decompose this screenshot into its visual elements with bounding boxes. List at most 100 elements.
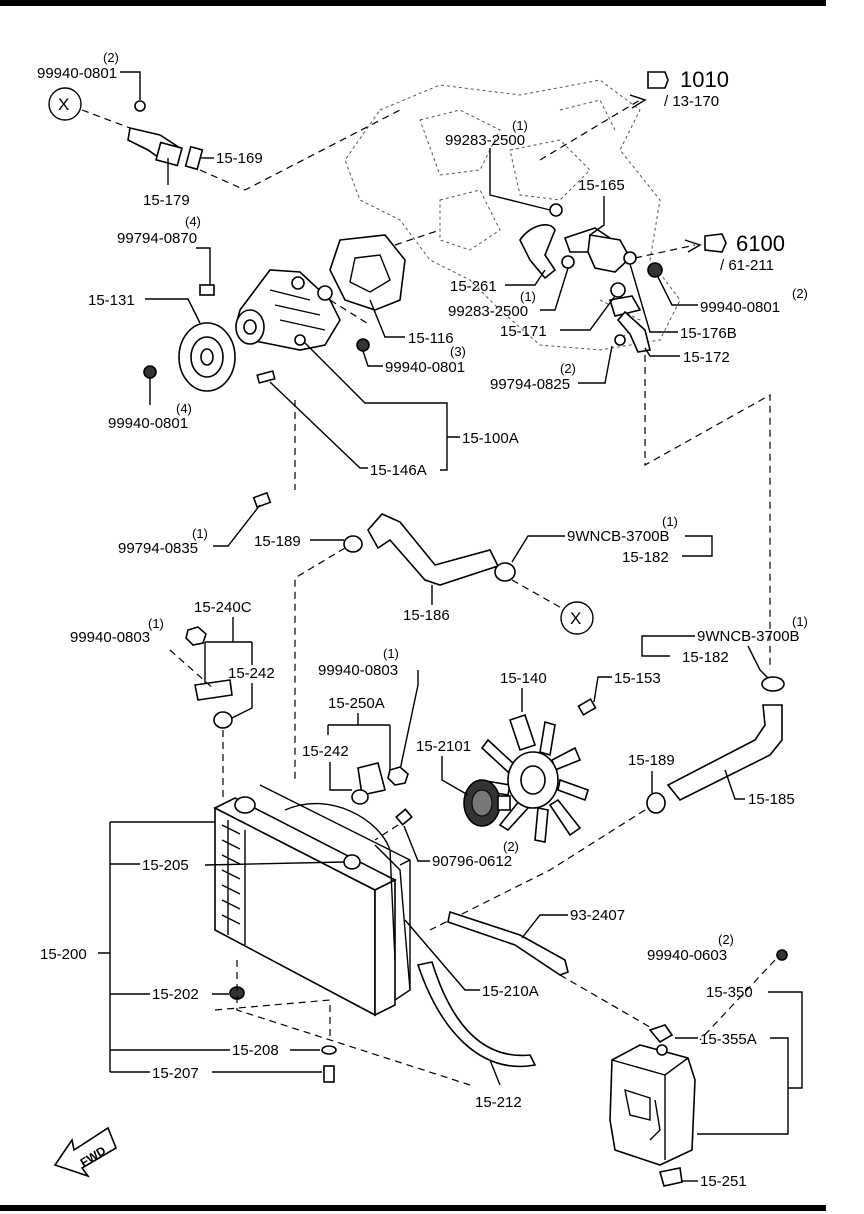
fan-shroud-15-210a [284,802,411,991]
dash-to-6100 [634,244,696,259]
qty-99794-0870: (4) [185,214,201,229]
shroud-lower-15-212 [416,961,537,1068]
dash-upper-hose-to-rad [294,547,346,780]
dash-rad-bottom [214,960,471,1086]
label-15-100a: 15-100A [462,430,519,447]
nut-99940-0603 [776,949,788,961]
leader-15-153 [593,676,612,703]
qty-99940-0603: (2) [718,932,734,947]
bolt-99794-0835 [252,491,272,509]
leader-15-171 [560,295,616,331]
dash-nut-to-tank [699,959,776,1041]
ref-13-170: / 13-170 [664,93,719,110]
plug-15-207 [323,1065,335,1083]
clamp-upper-hose-right [494,562,516,582]
thermostat-housing [563,227,663,353]
label-15-242-a: 15-242 [228,665,275,682]
bypass-hose-15-261 [519,203,575,280]
bottom-border [0,1205,826,1211]
upper-hose-15-186 [367,513,500,586]
qty-99940-0801-top: (2) [103,50,119,65]
lower-hose-15-185 [666,704,783,802]
label-15-169: 15-169 [216,150,263,167]
label-15-240c: 15-240C [194,599,252,616]
bracket-15-200 [98,821,230,1073]
qty-90796-0612: (2) [503,839,519,854]
qty-99794-0835: (1) [192,526,208,541]
dash-hose-to-x [511,579,566,611]
label-15-153: 15-153 [614,670,661,687]
label-15-140: 15-140 [500,670,547,687]
overflow-hose-93-2407 [447,910,569,976]
leader-9wncb-a [511,535,565,563]
label-15-182-a: 15-182 [622,549,669,566]
bolt-15-153 [577,698,597,716]
leader-15-100a [304,342,460,471]
label-15-189-b: 15-189 [628,752,675,769]
label-15-185: 15-185 [748,791,795,808]
qty-99283-2500-b: (1) [520,289,536,304]
bolt-90796-0612 [395,808,413,826]
label-99283-2500-b: 99283-2500 [448,303,528,320]
leader-90796-0612 [403,825,430,862]
label-99940-0803-m: 99940-0803 [318,662,398,679]
ref-1010-icon [647,71,669,89]
ref-6100-icon [704,233,727,253]
bracket-part-15-240c [194,679,233,701]
leader-99794-0870 [196,247,211,285]
leader-93-2407 [521,914,568,939]
label-90796-0612: 90796-0612 [432,853,512,870]
label-99940-0801-top: 99940-0801 [37,65,117,82]
dash-hose-to-tank [559,974,656,1031]
qty-9wncb-b: (1) [792,614,808,629]
coolant-reservoir-15-350 [609,1044,696,1166]
dash-x-to-pipe [81,109,131,129]
fan-clutch-15-2101 [463,779,511,827]
cooling-fan-15-140 [477,713,589,843]
leader-15-131 [145,298,201,324]
leader-15-242-a [231,683,253,719]
dash-bolt-90796 [374,824,399,841]
label-99794-0835: 99794-0835 [118,540,198,557]
nut-99940-0803-l [185,626,207,646]
clamp-15-189-top [343,535,363,553]
water-pump-assembly [178,269,341,392]
ref-1010: 1010 [680,67,729,92]
label-9wncb-a: 9WNCB-3700B [567,528,670,545]
leader-15-210a [404,919,480,991]
bracket-15-251 [658,1167,683,1187]
leader-99940-0801-r [657,276,698,306]
label-93-2407: 93-2407 [570,907,625,924]
bracket-15-240c [204,617,253,690]
dash-thermo-to-lower [644,355,771,670]
label-15-186: 15-186 [403,607,450,624]
arrow-1010 [629,94,647,109]
leader-15-172 [644,347,680,357]
qty-99283-2500-a: (1) [512,118,528,133]
leader-15-205 [204,861,345,866]
cap-neck [656,1044,668,1056]
leader-99283-2500-b [540,267,569,311]
qty-99940-0801-l: (4) [176,401,192,416]
leader-15-355a [675,1037,789,1135]
inlet-pipe-15-179 [127,100,204,171]
leader-15-176b [629,263,678,333]
leader-99940-0801-m [362,350,383,367]
ref-61-211: / 61-211 [720,257,774,274]
radiator-assembly [213,784,411,1017]
oring-15-208 [321,1045,337,1055]
leader-15-212 [489,1059,501,1086]
label-99940-0803-l: 99940-0803 [70,629,150,646]
qty-99940-0803-m: (1) [383,646,399,661]
label-15-210a: 15-210A [482,983,539,1000]
leader-9wncb-b [747,645,771,681]
bracket-15-250a [327,713,391,770]
fwd-arrow-icon: FWD [53,1126,117,1178]
arrow-6100 [684,239,702,253]
label-15-208: 15-208 [232,1042,279,1059]
bolt-99794-0870 [199,284,215,296]
leader-99940-0801-top [120,71,141,100]
ref-6100: 6100 [736,231,785,256]
label-15-165: 15-165 [578,177,625,194]
label-15-146a: 15-146A [370,462,427,479]
